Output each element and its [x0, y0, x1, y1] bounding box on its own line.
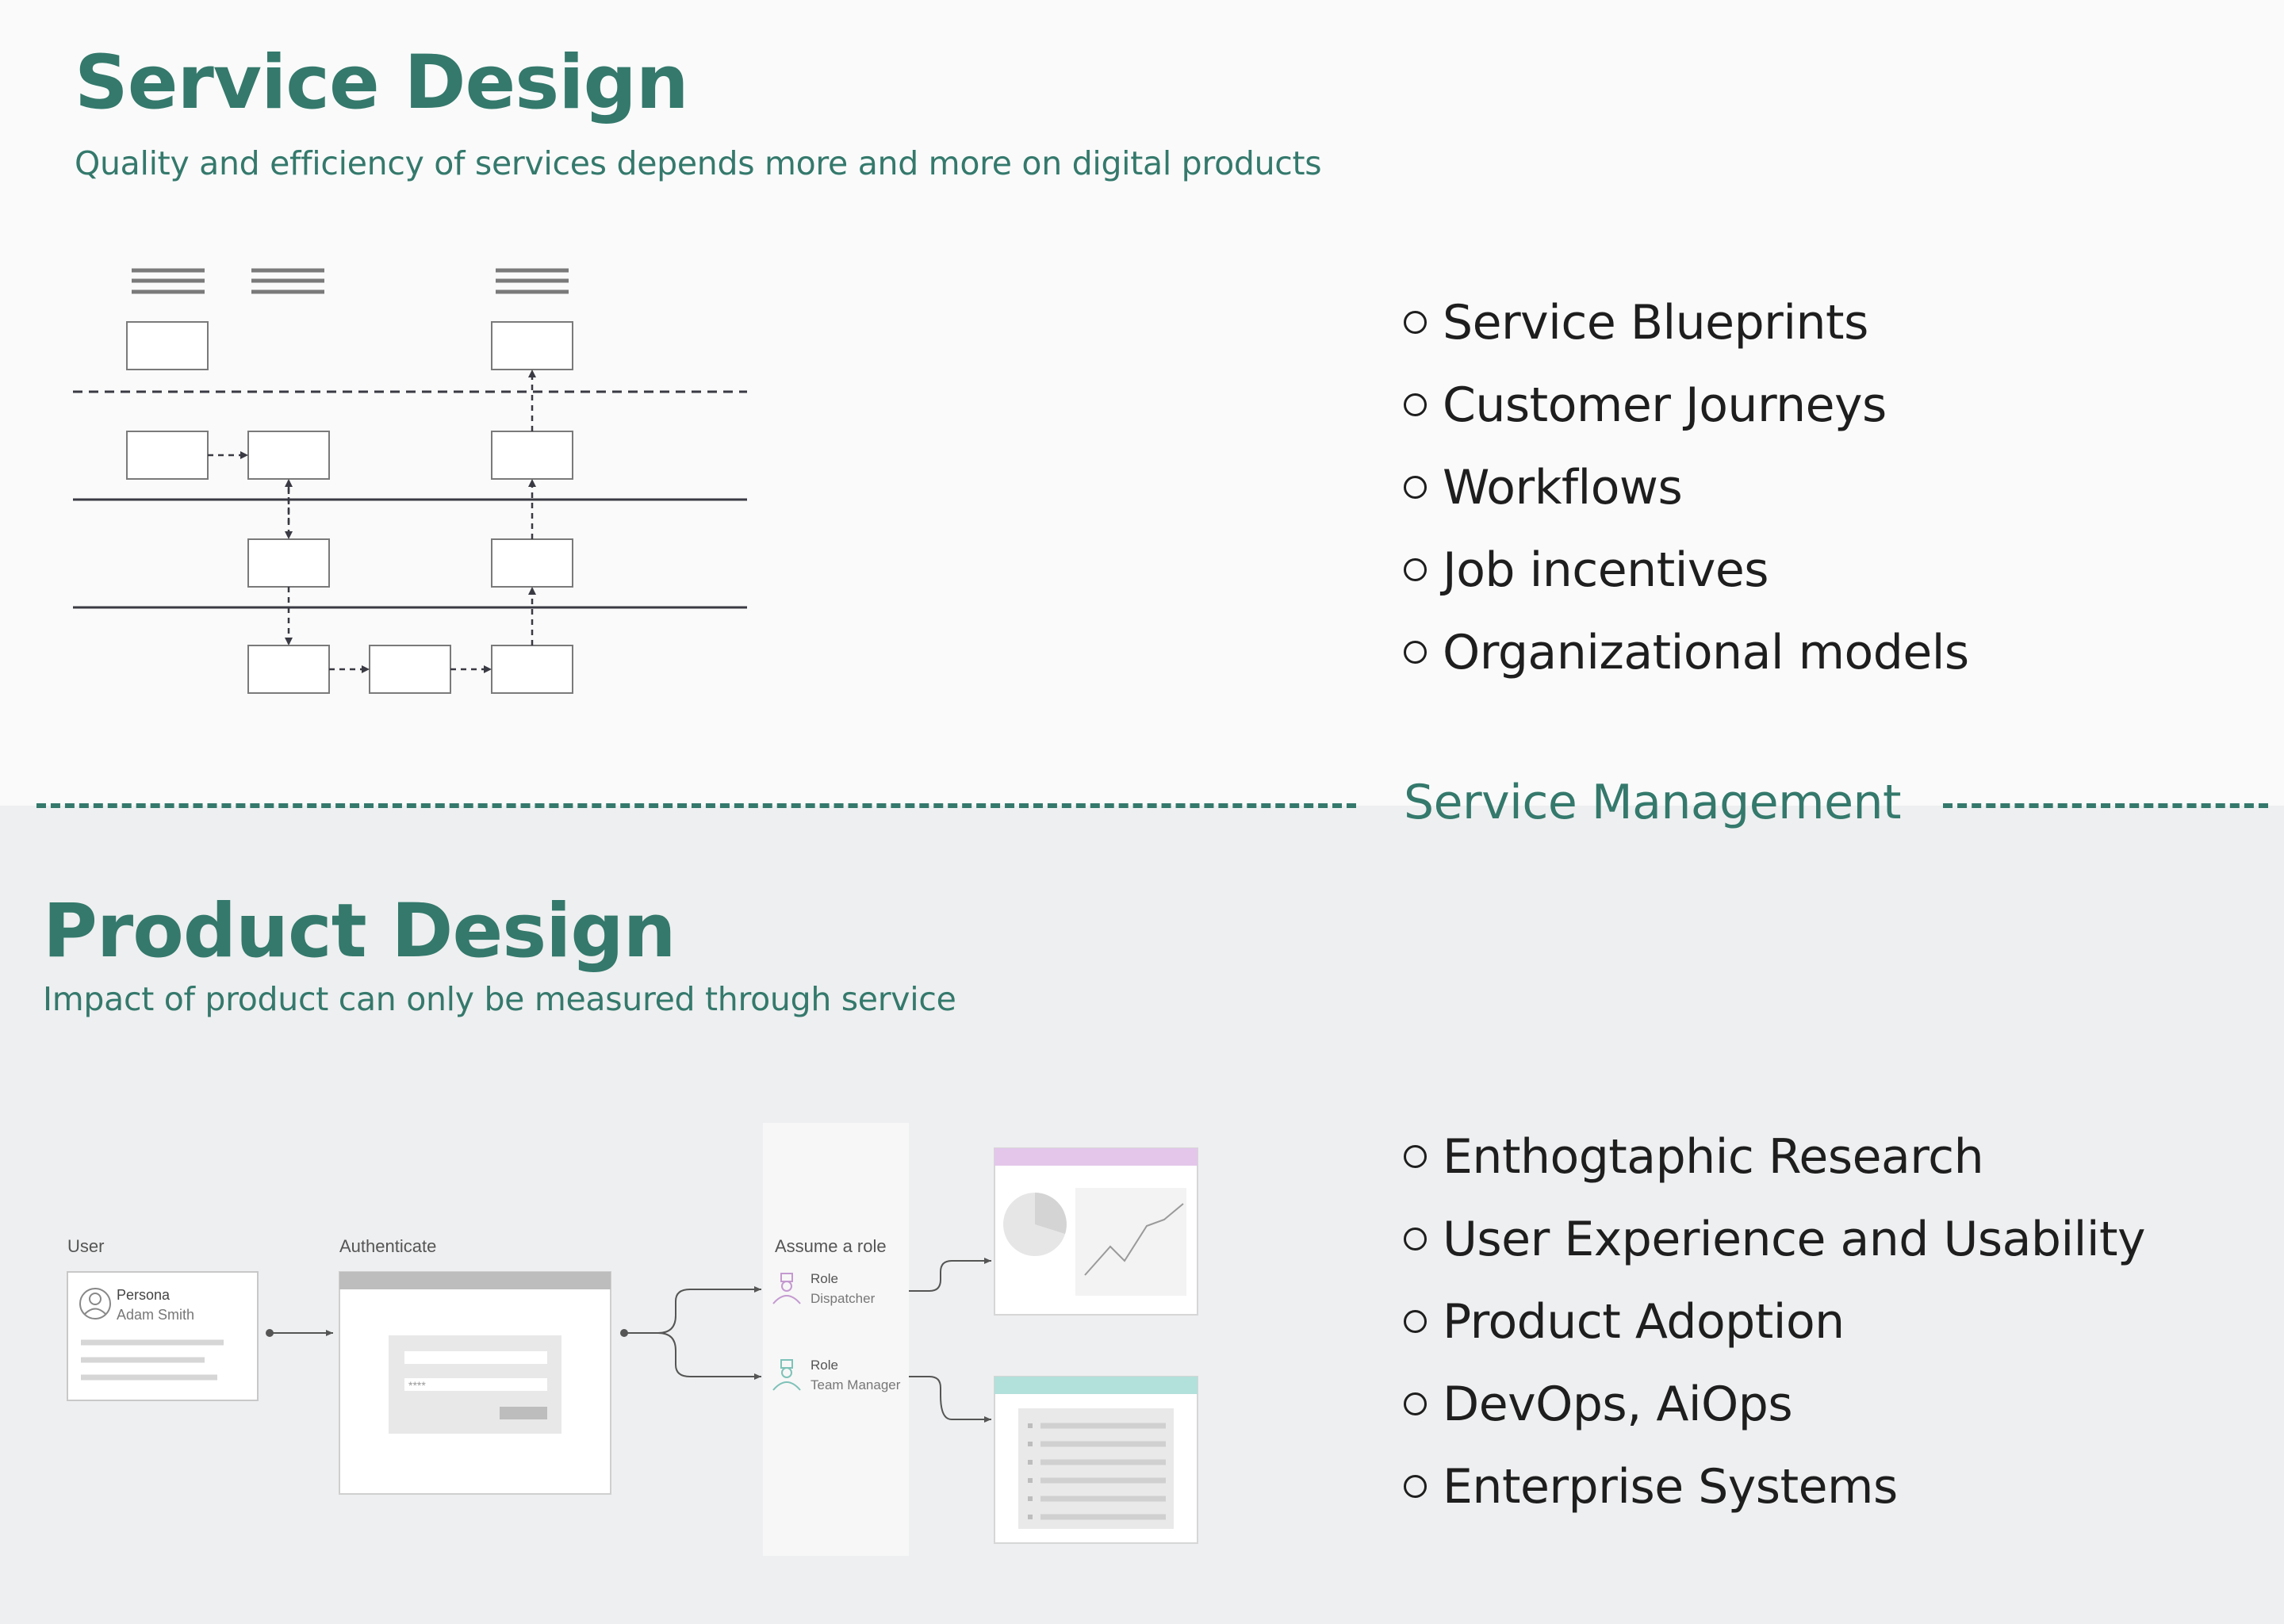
service-blueprint-diagram [73, 268, 747, 694]
bullet-circle-icon [1404, 475, 1427, 499]
section-divider [36, 803, 1356, 808]
list-item: Service Blueprints [1404, 282, 1969, 364]
service-design-section: Service Design Quality and efficiency of… [0, 0, 2284, 806]
product-design-list: Enthogtaphic Research User Experience an… [1404, 1116, 2146, 1528]
role-name: Team Manager [811, 1377, 901, 1392]
list-item: Product Adoption [1404, 1281, 2145, 1363]
bullet-circle-icon [1404, 1474, 1427, 1498]
role-label: Role [811, 1358, 838, 1373]
service-management-label: Service Management [1404, 775, 1902, 830]
flow-arrow [624, 1286, 761, 1334]
list-item: Organizational models [1404, 611, 1969, 694]
username-field [404, 1351, 547, 1364]
role-name: Dispatcher [811, 1291, 876, 1306]
blueprint-step-box [247, 538, 330, 588]
flow-arrow [909, 1376, 991, 1423]
person-icon [79, 1288, 111, 1320]
user-label: User [67, 1236, 104, 1256]
bullet-circle-icon [1404, 1144, 1427, 1168]
blueprint-step-box [491, 538, 573, 588]
line-chart-icon [1084, 1203, 1184, 1276]
list-item: DevOps, AiOps [1404, 1363, 2145, 1446]
blueprint-step-box [491, 431, 573, 480]
bullet-circle-icon [1404, 1392, 1427, 1415]
password-field [404, 1378, 547, 1391]
blueprint-step-box [491, 645, 573, 694]
manager-avatar-icon [772, 1359, 801, 1391]
section-divider [1943, 803, 2268, 808]
product-design-subtitle: Impact of product can only be measured t… [43, 980, 956, 1018]
list-item: Workflows [1404, 446, 1969, 529]
blueprint-step-box [369, 645, 451, 694]
login-button [500, 1407, 547, 1419]
service-design-title: Service Design [75, 40, 689, 126]
bullet-circle-icon [1404, 640, 1427, 664]
blueprint-step-box [126, 321, 209, 370]
list-item: User Experience and Usability [1404, 1198, 2146, 1281]
bullet-circle-icon [1404, 393, 1427, 416]
list-item: Job incentives [1404, 529, 1969, 611]
dispatcher-avatar-icon [772, 1273, 801, 1304]
bullet-circle-icon [1404, 310, 1427, 334]
role-label: Role [811, 1271, 838, 1286]
list-item: Enterprise Systems [1404, 1446, 2145, 1528]
blueprint-step-box [491, 321, 573, 370]
service-design-list: Service Blueprints Customer Journeys Wor… [1404, 282, 1969, 694]
product-flow-diagram: User Persona Adam Smith Authenticate ***… [67, 1123, 1198, 1556]
list-item: Customer Journeys [1404, 364, 1969, 446]
flow-arrow [657, 1332, 761, 1380]
product-design-section: Product Design Impact of product can onl… [0, 806, 2284, 1624]
password-mask: **** [408, 1379, 426, 1392]
role-panel [763, 1123, 909, 1556]
persona-label: Persona [117, 1287, 171, 1303]
product-design-title: Product Design [43, 888, 676, 975]
service-design-subtitle: Quality and efficiency of services depen… [75, 144, 1322, 182]
bullet-circle-icon [1404, 557, 1427, 581]
persona-name: Adam Smith [117, 1307, 194, 1323]
lane-header-icon [251, 268, 324, 294]
blueprint-step-box [126, 431, 209, 480]
bullet-circle-icon [1404, 1309, 1427, 1333]
assume-role-label: Assume a role [775, 1236, 887, 1256]
lane-header-icon [132, 268, 205, 294]
bullet-circle-icon [1404, 1227, 1427, 1251]
flow-arrow [909, 1258, 991, 1292]
blueprint-step-box [247, 645, 330, 694]
lane-header-icon [496, 268, 569, 294]
blueprint-step-box [247, 431, 330, 480]
authenticate-label: Authenticate [339, 1236, 436, 1256]
list-item: Enthogtaphic Research [1404, 1116, 2145, 1198]
